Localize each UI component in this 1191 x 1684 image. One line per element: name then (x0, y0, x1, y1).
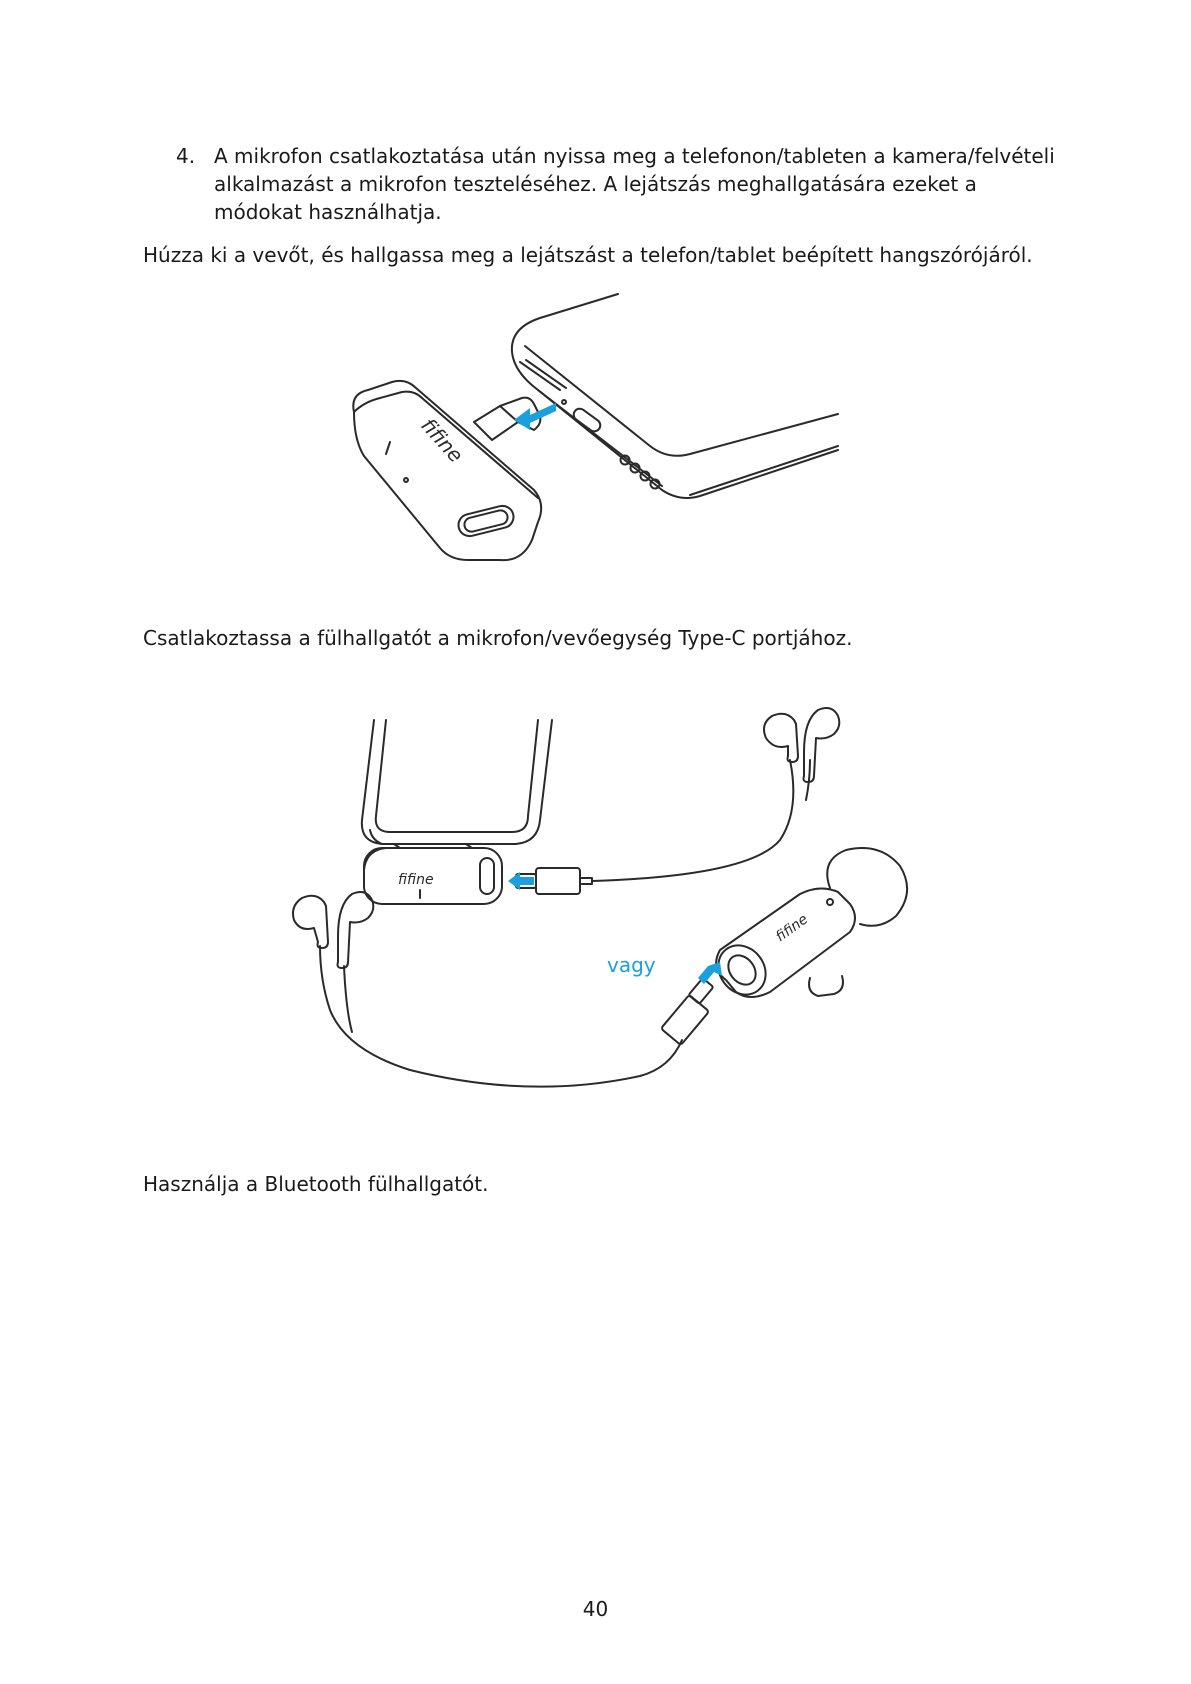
figure-wired-headphones: fifine fifine (292, 707, 908, 1088)
figure-receiver-unplugged: fifine (352, 293, 839, 562)
brand-logo: fifine (416, 413, 468, 467)
paragraph-bluetooth: Használja a Bluetooth fülhallgatót. (143, 1172, 489, 1196)
blue-arrow-left (514, 403, 556, 430)
receiver-body (352, 379, 543, 562)
mic-windscreen (826, 847, 908, 927)
page-number: 40 (582, 1597, 609, 1621)
paragraph-pull-receiver: Húzza ki a vevőt, és hallgassa meg a lej… (143, 243, 1033, 267)
blue-arrow-left-2 (508, 872, 534, 890)
paragraph-connect-headphones: Csatlakoztassa a fülhallgatót a mikrofon… (143, 626, 853, 650)
earbud-top-left (763, 712, 799, 763)
step-number: 4. (176, 144, 196, 168)
wireless-mic (715, 887, 856, 998)
phone-outline (510, 293, 839, 499)
brand-logo-mic: fifine (773, 911, 811, 945)
phone-upright (360, 719, 553, 845)
earbud-top-right (802, 707, 841, 783)
or-label: vagy (607, 953, 656, 977)
earbud-bottom-left (292, 894, 329, 949)
step-4-text: A mikrofon csatlakoztatása után nyissa m… (214, 144, 1055, 224)
earbud-bottom-right (336, 891, 375, 969)
step-4-item: 4. A mikrofon csatlakoztatása után nyiss… (176, 142, 1056, 226)
blue-arrow-up-right (698, 962, 722, 984)
brand-logo-receiver: fifine (398, 872, 434, 888)
receiver-attached (363, 847, 503, 905)
